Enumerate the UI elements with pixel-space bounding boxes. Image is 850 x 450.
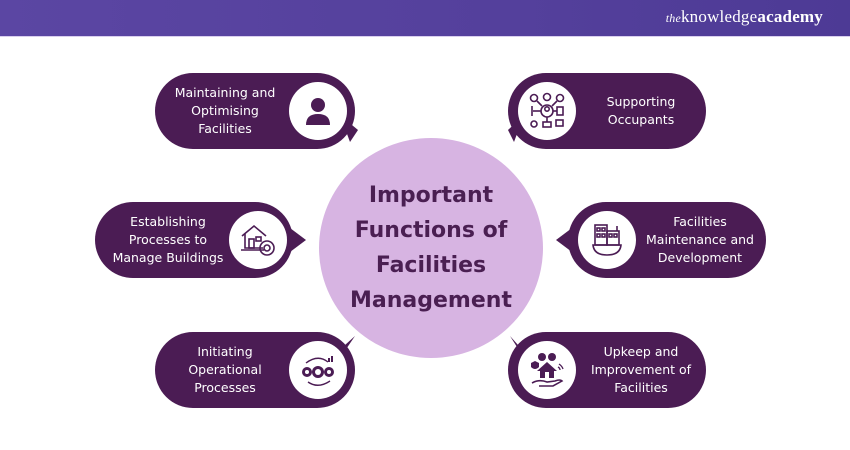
icon-disc — [518, 341, 576, 399]
icon-disc — [518, 82, 576, 140]
gears-cycle-icon — [302, 356, 334, 386]
function-label: Upkeep and Improvement of Facilities — [590, 344, 692, 395]
occupant-support-network-icon — [529, 92, 565, 128]
icon-disc — [578, 211, 636, 269]
function-label: Initiating Operational Processes — [188, 344, 262, 395]
function-label: Establishing Processes to Manage Buildin… — [112, 214, 224, 265]
brand-logo: theknowledgeacademy — [665, 7, 823, 26]
function-bubble-upkeep-improvement: Upkeep and Improvement of Facilities — [508, 332, 706, 408]
icon-disc — [289, 82, 347, 140]
hand-house-icon — [531, 353, 564, 387]
center-title: Important Functions of Facilities Manage… — [350, 183, 512, 313]
tail-mid-left — [290, 228, 306, 252]
icon-disc — [289, 341, 347, 399]
function-bubble-initiating-operational: Initiating Operational Processes — [155, 332, 355, 408]
center-topic-circle: Important Functions of Facilities Manage… — [319, 138, 543, 358]
function-label: Facilities Maintenance and Development — [646, 214, 754, 265]
function-bubble-establishing-processes: Establishing Processes to Manage Buildin… — [95, 202, 293, 278]
house-gear-icon — [241, 224, 275, 256]
function-bubble-maintenance-development: Facilities Maintenance and Development — [568, 202, 766, 278]
function-bubble-maintaining: Maintaining and Optimising Facilities — [155, 73, 355, 149]
person-icon — [306, 98, 330, 125]
brand-banner: theknowledgeacademy — [0, 0, 850, 37]
function-label: Maintaining and Optimising Facilities — [174, 85, 276, 136]
function-label: Supporting Occupants — [606, 94, 676, 127]
building-gear-icon — [592, 224, 622, 256]
function-bubble-supporting-occupants: Supporting Occupants — [508, 73, 706, 149]
icon-disc — [229, 211, 287, 269]
